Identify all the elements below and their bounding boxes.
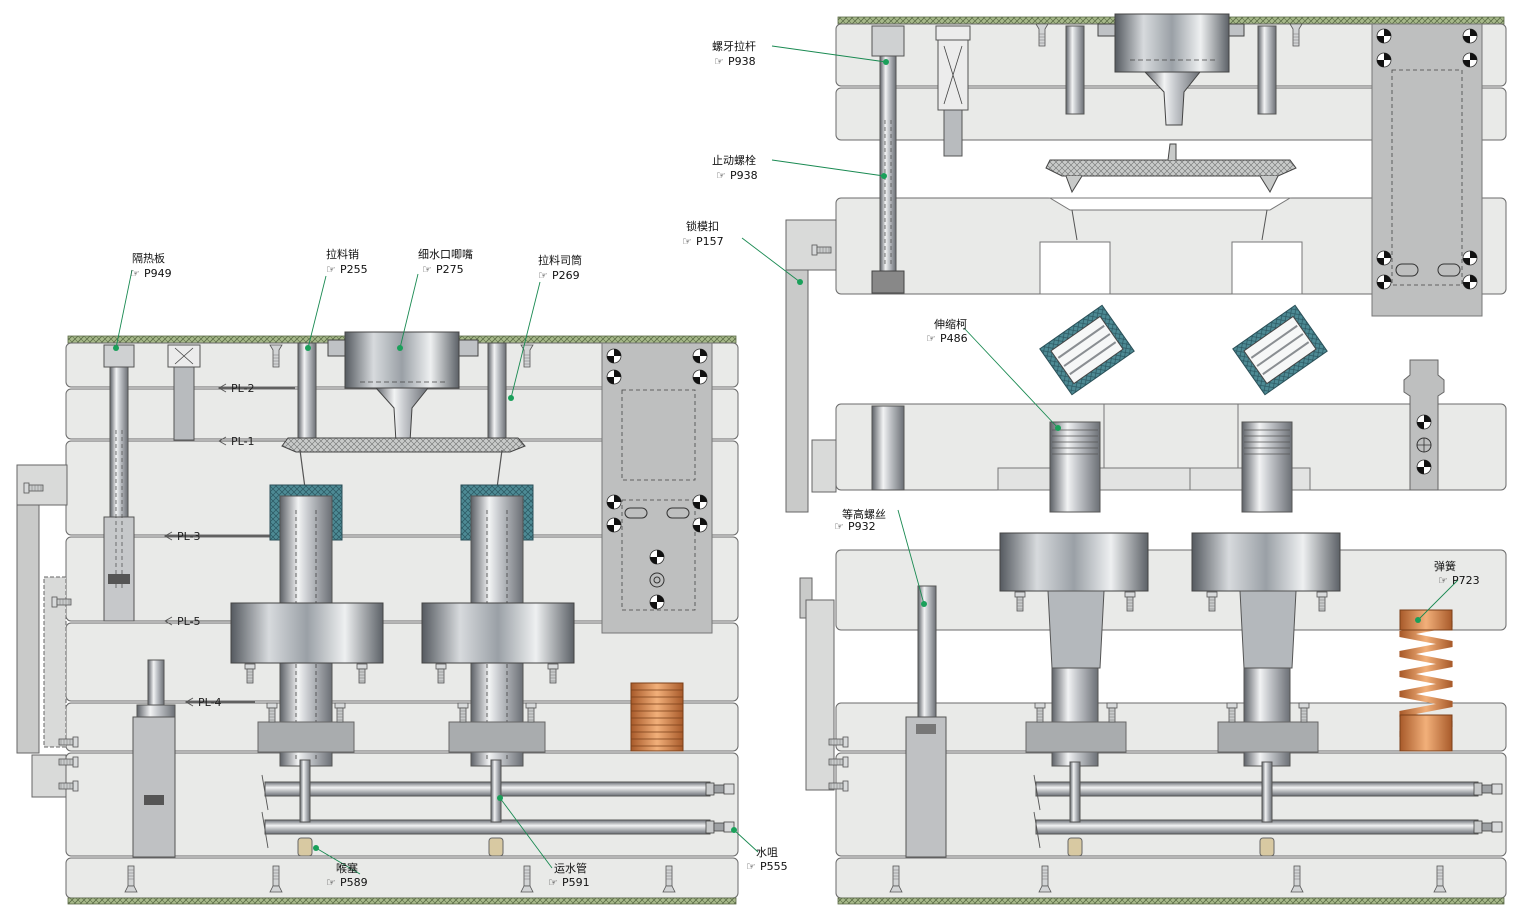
collapsible-core-2 (1191, 421, 1341, 767)
callout-insulation-name: 隔热板 (132, 251, 165, 265)
pointing-hand-icon: ☞ (422, 263, 432, 276)
left-water-lines (261, 759, 735, 857)
pointing-hand-icon: ☞ (714, 55, 724, 68)
leader-lines (115, 45, 1459, 875)
right-sprue-nozzle (1097, 13, 1245, 126)
pointing-hand-icon: ☞ (130, 267, 140, 280)
right-spring (1399, 609, 1453, 752)
callout-water-tube-name: 运水管 (554, 861, 587, 875)
parting-line-markers (164, 383, 295, 707)
left-spring (630, 682, 684, 752)
pointing-hand-icon: ☞ (326, 263, 336, 276)
left-runner (281, 437, 526, 453)
callout-stop-bolt-ref: P938 (730, 169, 758, 182)
callout-shoulder-screw: 等高螺丝 ☞ P932 (834, 507, 886, 533)
left-core-1 (230, 484, 384, 767)
pointing-hand-icon: ☞ (926, 332, 936, 345)
left-side-block (601, 342, 713, 634)
callout-water-nozzle-name: 水咀 (756, 846, 778, 859)
callout-nozzle-ref: P275 (436, 263, 464, 276)
callout-spring: 弹簧 ☞ P723 (1434, 559, 1480, 587)
callout-puller-pin: 拉料销 ☞ P255 (326, 247, 368, 276)
callout-plug: 喉塞 ☞ P589 (326, 861, 368, 889)
callout-pull-rod-name: 螺牙拉杆 (712, 39, 756, 53)
right-return-pin (935, 25, 971, 157)
callout-nozzle-name: 细水口唧嘴 (418, 248, 473, 261)
pointing-hand-icon: ☞ (746, 860, 756, 873)
callout-spring-name: 弹簧 (1434, 559, 1456, 573)
pl-1-label: PL-1 (231, 435, 255, 448)
callout-insulation: 隔热板 ☞ P949 (130, 251, 172, 280)
right-ejector-side (799, 577, 849, 792)
left-plates (65, 342, 739, 899)
callout-lock-ref: P157 (696, 235, 724, 248)
right-bottom-insulation (837, 897, 1505, 905)
callout-pull-rod: 螺牙拉杆 ☞ P938 (712, 39, 756, 68)
callout-puller-sleeve: 拉料司筒 ☞ P269 (538, 253, 582, 282)
pointing-hand-icon: ☞ (326, 876, 336, 889)
collapsible-core-1 (999, 421, 1149, 767)
callout-insulation-ref: P949 (144, 267, 172, 280)
left-guide-pin (103, 344, 135, 622)
left-core-2 (421, 484, 575, 767)
callout-plug-ref: P589 (340, 876, 368, 889)
pl-4-label: PL-4 (198, 696, 222, 709)
callout-stop-bolt-name: 止动螺栓 (712, 153, 756, 167)
callout-lock-name: 锁模扣 (686, 219, 719, 233)
callout-lock: 锁模扣 ☞ P157 (682, 219, 724, 248)
callout-shoulder-screw-name: 等高螺丝 (842, 507, 886, 521)
left-return-pin (167, 344, 201, 441)
callout-collapsible-core: 伸缩柯 ☞ P486 (926, 318, 968, 345)
callout-shoulder-screw-ref: P932 (848, 520, 876, 533)
right-runner (1045, 159, 1297, 177)
callout-water-tube-ref: P591 (562, 876, 590, 889)
callout-puller-pin-name: 拉料销 (326, 247, 359, 261)
ejected-part-1 (1039, 304, 1135, 396)
callout-puller-sleeve-ref: P269 (552, 269, 580, 282)
pointing-hand-icon: ☞ (538, 269, 548, 282)
pointing-hand-icon: ☞ (682, 235, 692, 248)
callout-stop-bolt: 止动螺栓 ☞ P938 (712, 153, 758, 182)
right-pull-rod (871, 25, 905, 294)
ejected-part-2 (1232, 304, 1328, 396)
left-bottom-insulation (67, 897, 737, 905)
right-side-block (1371, 23, 1483, 317)
callout-collapsible-core-name: 伸缩柯 (934, 318, 967, 331)
callout-nozzle: 细水口唧嘴 ☞ P275 (418, 248, 473, 276)
callout-water-nozzle-ref: P555 (760, 860, 788, 873)
right-mold-view (785, 13, 1507, 905)
left-mold-view: PL-2 PL-1 PL-3 PL-5 PL-4 (16, 331, 739, 905)
pointing-hand-icon: ☞ (716, 169, 726, 182)
right-lock-bar (785, 219, 856, 513)
callout-water-nozzle: 水咀 ☞ P555 (746, 846, 788, 873)
right-water-lines (1033, 761, 1503, 857)
callout-puller-sleeve-name: 拉料司筒 (538, 253, 582, 267)
pointing-hand-icon: ☞ (834, 520, 844, 533)
pl-5-label: PL-5 (177, 615, 201, 628)
right-key-block (1403, 359, 1445, 491)
pointing-hand-icon: ☞ (1438, 574, 1448, 587)
pl-2-label: PL-2 (231, 382, 255, 395)
callout-plug-name: 喉塞 (336, 861, 358, 875)
leader-dots (113, 59, 1421, 851)
callout-spring-ref: P723 (1452, 574, 1480, 587)
callout-collapsible-core-ref: P486 (940, 332, 968, 345)
left-ejector-guide (132, 659, 176, 858)
right-shoulder-screw (905, 585, 947, 858)
left-lock-bracket (16, 464, 79, 798)
pl-3-label: PL-3 (177, 530, 201, 543)
callout-water-tube: 运水管 ☞ P591 (548, 861, 590, 889)
callout-puller-pin-ref: P255 (340, 263, 368, 276)
callout-pull-rod-ref: P938 (728, 55, 756, 68)
pointing-hand-icon: ☞ (548, 876, 558, 889)
